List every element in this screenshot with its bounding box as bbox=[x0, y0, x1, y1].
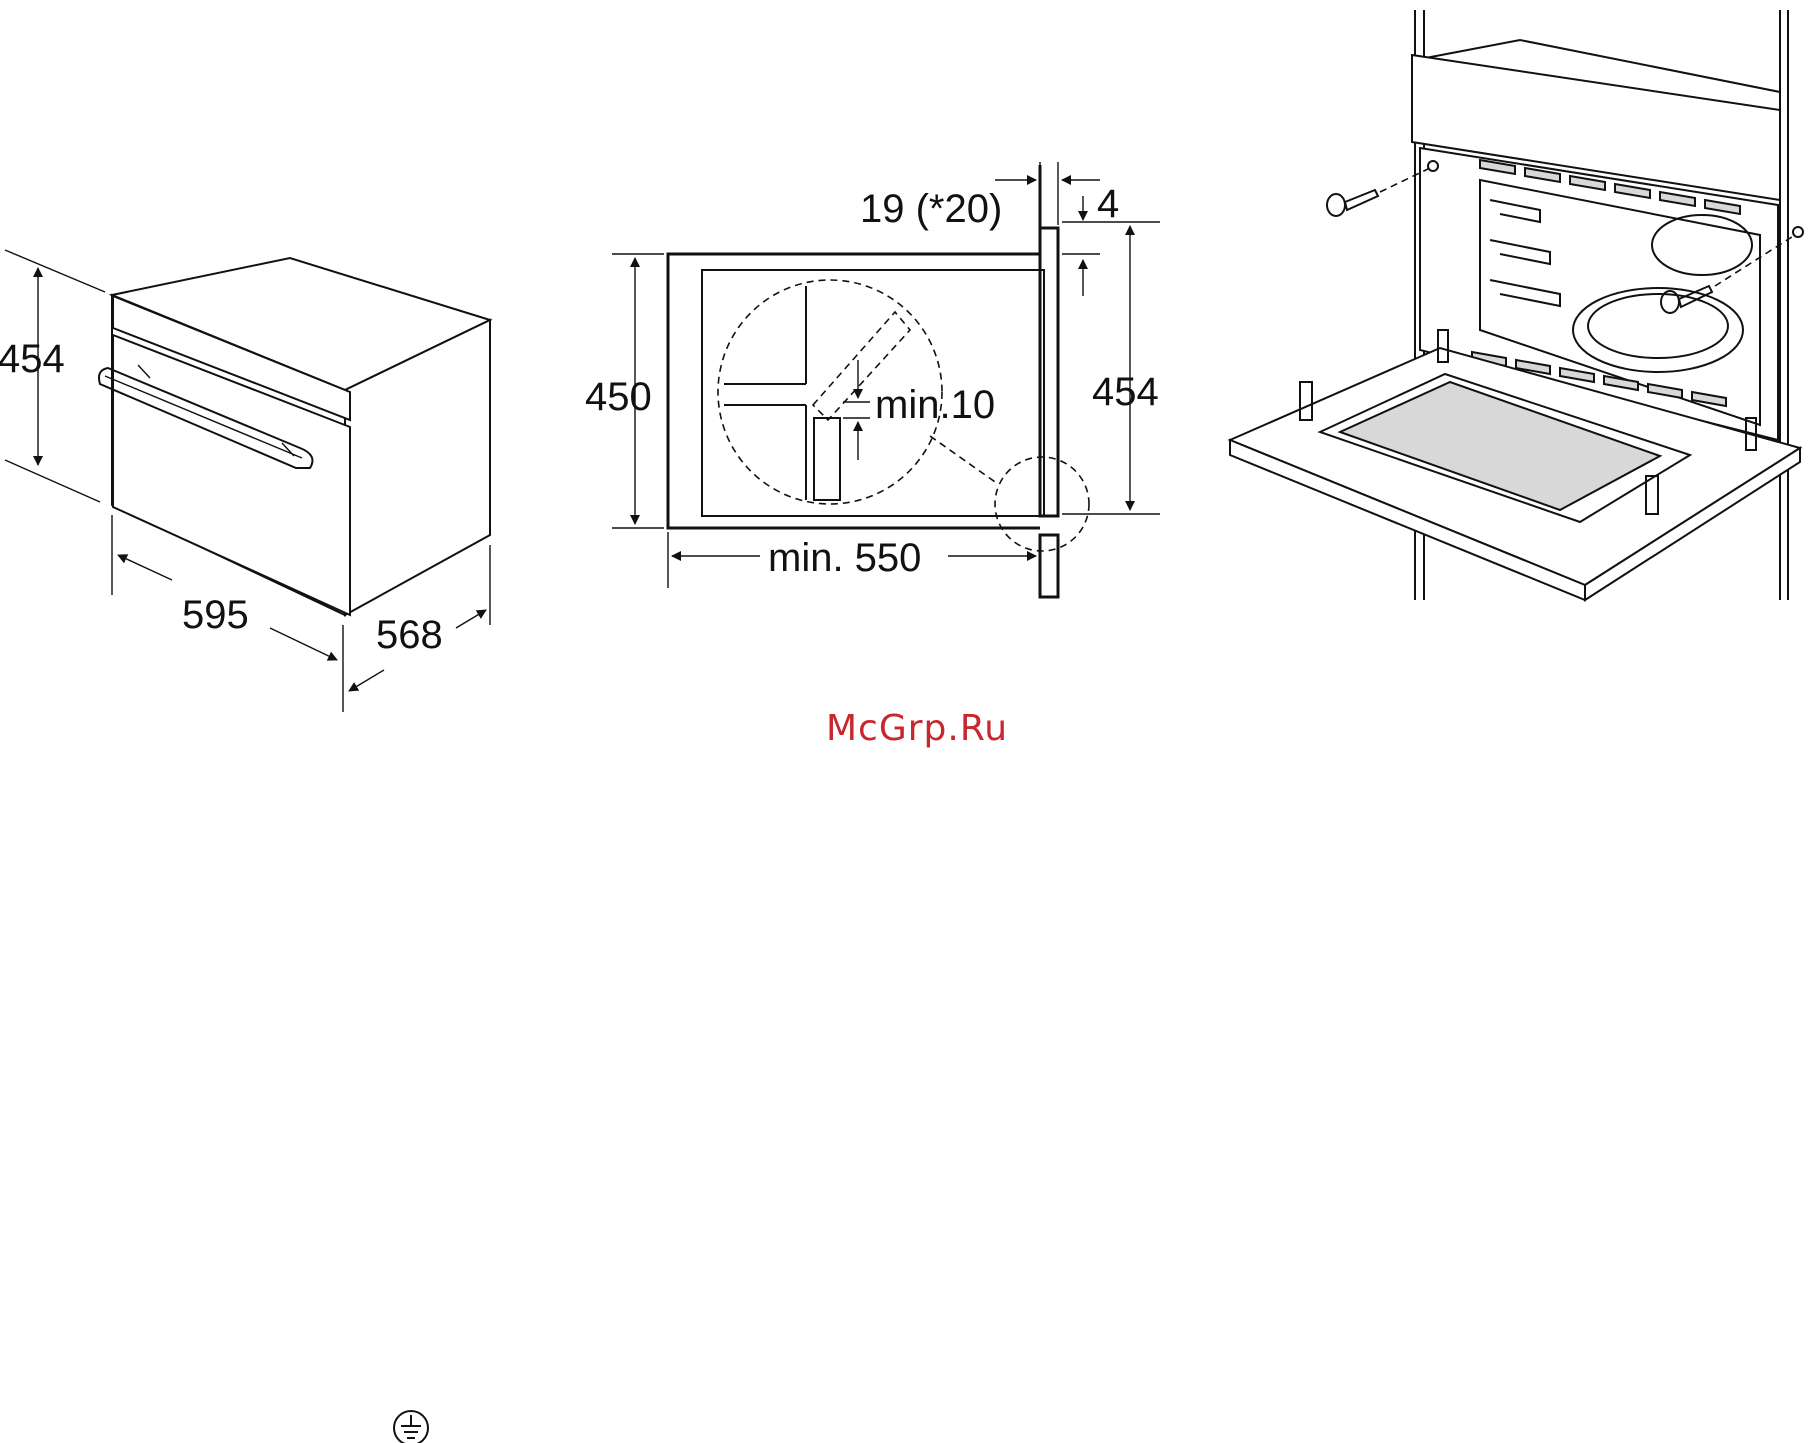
gap-label: 4 bbox=[1097, 182, 1119, 226]
appliance-body bbox=[99, 258, 490, 615]
height-dimension: 454 bbox=[0, 250, 105, 502]
niche-depth-label: min. 550 bbox=[768, 536, 921, 580]
depth-label: 568 bbox=[376, 613, 443, 657]
niche-section-figure: min.10 450 454 19 (*20) bbox=[585, 162, 1160, 597]
front-thickness-dimension: 19 (*20) bbox=[860, 162, 1058, 231]
mounting-figure bbox=[1230, 10, 1803, 600]
front-thickness-label: 19 (*20) bbox=[860, 187, 1002, 231]
watermark-text: McGrp.Ru bbox=[826, 708, 1008, 749]
detail-gap-label: min.10 bbox=[875, 383, 995, 427]
niche-height-label: 450 bbox=[585, 375, 652, 419]
height-label: 454 bbox=[0, 337, 65, 381]
appliance-height-dimension: 454 bbox=[1062, 222, 1160, 514]
front-panel-upper bbox=[1040, 228, 1058, 516]
front-panel-lower bbox=[1040, 535, 1058, 597]
niche-height-dimension: 450 bbox=[585, 254, 664, 528]
appliance-height-label: 454 bbox=[1092, 370, 1159, 414]
niche-depth-dimension: min. 550 bbox=[668, 532, 1036, 588]
detail-magnifier: min.10 bbox=[718, 280, 1089, 551]
appliance-dimensions-figure: 454 595 568 bbox=[0, 250, 490, 712]
ground-symbol-icon bbox=[394, 1411, 428, 1443]
gap-dimension: 4 bbox=[1062, 180, 1119, 296]
width-label: 595 bbox=[182, 593, 249, 637]
